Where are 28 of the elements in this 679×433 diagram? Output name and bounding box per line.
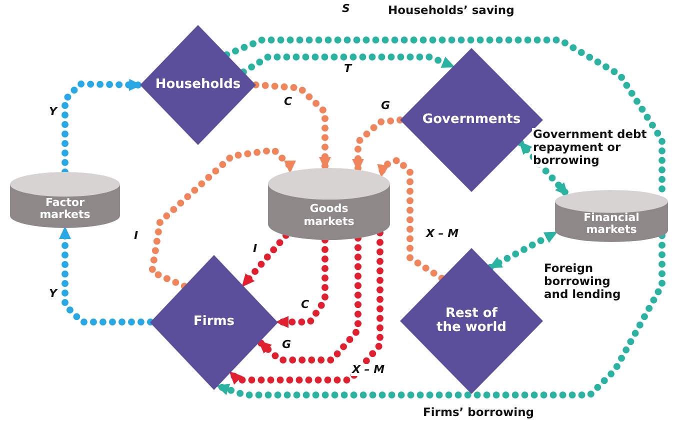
node-label: Firms	[192, 315, 236, 330]
market-cylinder	[10, 172, 120, 228]
node-label: Households	[154, 78, 242, 92]
dotted-flow-arrow	[148, 146, 296, 290]
node-label: Goods markets	[302, 203, 356, 228]
node-label: Governments	[421, 112, 522, 128]
dotted-flow-arrow	[377, 156, 446, 282]
dotted-flow-arrow	[486, 229, 560, 271]
node-label: Financial markets	[582, 212, 640, 236]
sector-diamond	[140, 25, 256, 145]
edge-label: C	[300, 299, 310, 312]
edge-label: Government debt repayment or borrowing	[532, 128, 652, 167]
node-label: Rest of the world	[436, 306, 508, 336]
dotted-flow-arrow	[256, 234, 362, 364]
node-label: Factor markets	[38, 196, 92, 222]
flow-label: Households’ saving	[388, 3, 514, 17]
edge-label: C	[283, 96, 294, 108]
market-cylinder	[268, 168, 390, 240]
sector-diamond	[150, 255, 278, 390]
edge-label: X – M	[351, 364, 386, 376]
dotted-flow-arrow	[227, 229, 384, 385]
edge-label: G	[281, 339, 292, 352]
market-cylinder	[555, 190, 668, 242]
sector-diamond	[400, 248, 543, 394]
edge-label: Firms’ borrowing	[422, 406, 536, 419]
edge-label: G	[380, 100, 392, 112]
edge-label: S	[341, 3, 351, 16]
dotted-flow-arrow	[516, 139, 570, 198]
